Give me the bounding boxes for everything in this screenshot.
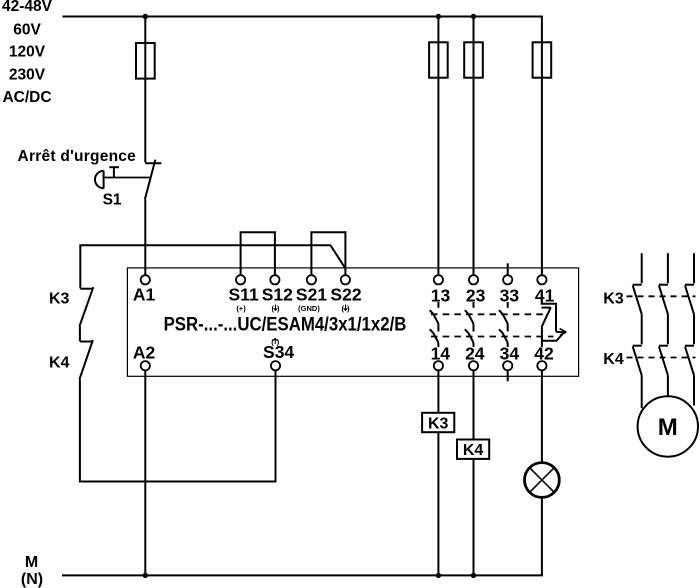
svg-text:A2: A2 <box>133 343 156 363</box>
svg-text:120V: 120V <box>9 43 46 60</box>
svg-text:(+): (+) <box>236 304 246 313</box>
svg-text:42: 42 <box>534 344 554 364</box>
svg-text:42-48V: 42-48V <box>2 0 53 15</box>
svg-text:M: M <box>25 554 38 571</box>
svg-text:23: 23 <box>466 285 486 305</box>
svg-text:230V: 230V <box>9 66 46 83</box>
svg-text:(GND): (GND) <box>298 304 320 313</box>
svg-text:K3: K3 <box>603 290 624 307</box>
svg-text:41: 41 <box>535 285 555 305</box>
svg-text:K4: K4 <box>603 351 624 368</box>
svg-text:K3: K3 <box>49 290 70 307</box>
svg-text:(N): (N) <box>21 571 43 588</box>
svg-text:S1: S1 <box>103 191 122 208</box>
svg-text:K4: K4 <box>49 354 70 371</box>
svg-text:K4: K4 <box>463 442 484 459</box>
svg-text:Arrêt d'urgence: Arrêt d'urgence <box>18 148 137 165</box>
svg-text:S34: S34 <box>263 342 294 362</box>
svg-text:AC/DC: AC/DC <box>2 89 51 106</box>
svg-text:34: 34 <box>500 344 520 364</box>
svg-text:14: 14 <box>431 344 451 364</box>
svg-text:M: M <box>658 414 678 441</box>
svg-text:S21: S21 <box>296 284 327 304</box>
svg-text:13: 13 <box>431 285 451 305</box>
svg-text:S22: S22 <box>330 284 361 304</box>
svg-text:A1: A1 <box>133 284 156 304</box>
svg-text:60V: 60V <box>13 21 41 38</box>
svg-text:S12: S12 <box>262 284 293 304</box>
svg-text:PSR-...-...UC/ESAM4/3x1/1x2/B: PSR-...-...UC/ESAM4/3x1/1x2/B <box>164 314 407 335</box>
svg-text:33: 33 <box>500 285 520 305</box>
svg-text:S11: S11 <box>229 284 259 304</box>
svg-text:K3: K3 <box>428 415 449 432</box>
svg-text:24: 24 <box>465 344 485 364</box>
